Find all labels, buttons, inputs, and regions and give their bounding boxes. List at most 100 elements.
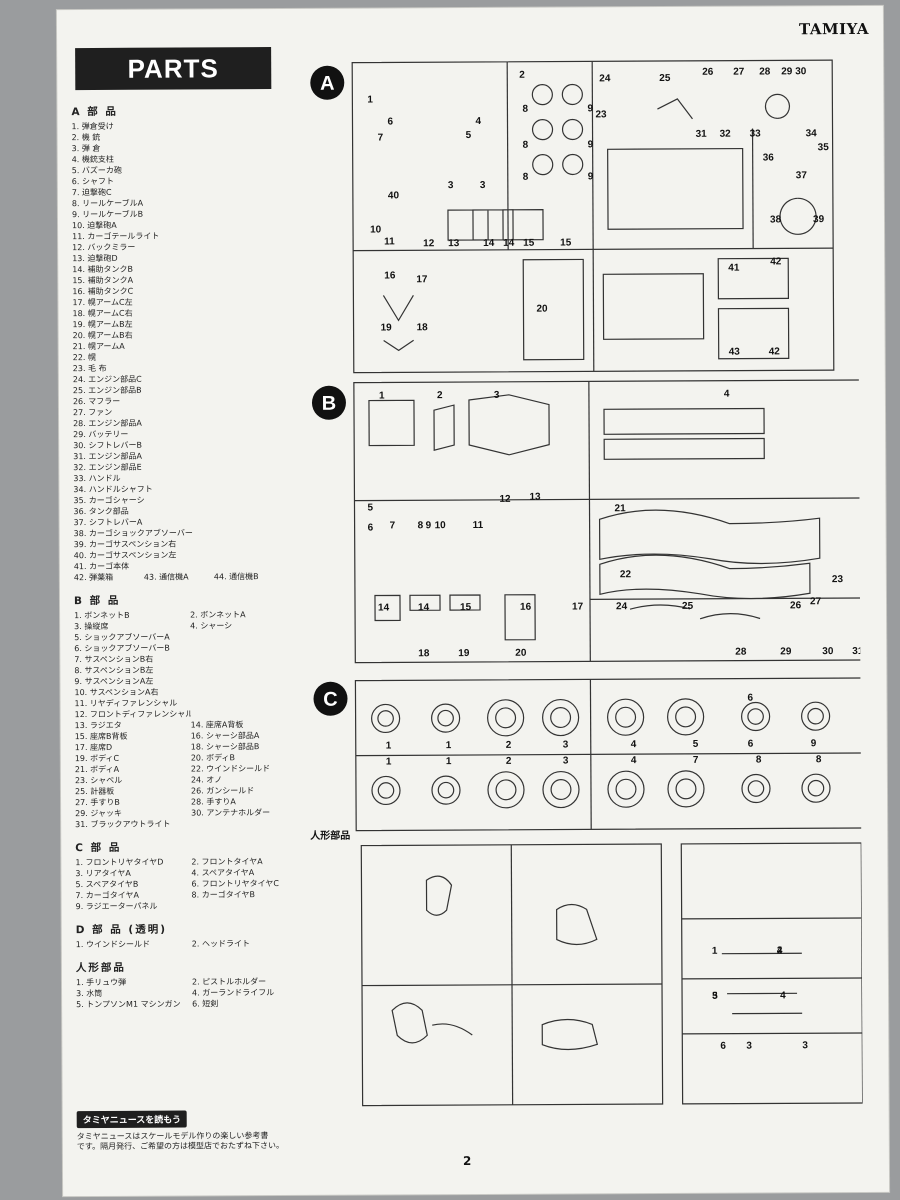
part-number-label: 19	[458, 648, 470, 659]
part-number-label: 39	[813, 214, 825, 225]
part-item: 29. ジャッキ	[75, 808, 123, 819]
part-number-label: 5	[367, 503, 373, 514]
part-number-label: 10	[370, 224, 382, 235]
part-number-label: 31	[696, 129, 708, 140]
part-number-label: 1	[446, 756, 452, 767]
part-number-label: 9	[588, 171, 594, 182]
part-number-label: 35	[818, 142, 830, 153]
part-number-label: 37	[796, 170, 808, 181]
part-item: 2. ボンネットA	[190, 610, 246, 620]
part-number-label: 2	[506, 756, 512, 767]
part-number-label: 27	[810, 596, 822, 607]
part-number-label: 4	[724, 389, 730, 400]
part-number-label: 31	[852, 646, 863, 657]
part-item: 2. ヘッドライト	[191, 939, 251, 949]
part-item: 6. フロントリヤタイヤC	[191, 879, 280, 889]
part-number-label: 1	[386, 740, 392, 751]
part-number-label: 40	[388, 190, 400, 201]
sprue-letter-badge	[310, 65, 345, 100]
part-number-label: 23	[595, 109, 607, 120]
part-item: 42. 弾薬箱	[73, 572, 114, 583]
tire-part	[667, 770, 705, 808]
tire-part	[607, 698, 645, 736]
tire-hub	[437, 709, 454, 727]
part-number-label: 11	[473, 520, 484, 531]
part-item: 23. シャベル	[74, 775, 123, 786]
part-item: 4. シャーシ	[190, 621, 233, 631]
part-number-label: 10	[435, 520, 447, 531]
part-number-label: 4	[631, 739, 637, 750]
tire-hub	[495, 779, 517, 801]
part-number-label: 8	[523, 140, 529, 151]
part-item: 4. スペアタイヤA	[191, 868, 255, 878]
part-item: 13. ラジエタ	[74, 720, 122, 731]
part-number-label: 42	[769, 346, 781, 357]
part-item: 8. サスペンションB左	[74, 665, 154, 676]
part-number-label: 14	[378, 602, 390, 613]
tire-part	[431, 703, 461, 733]
sprue-letter: B	[322, 393, 337, 415]
news-box: タミヤニュースを読もう タミヤニュースはスケールモデル作りの楽しい参考書 です。…	[76, 1107, 297, 1152]
news-badge: タミヤニュースを読もう	[76, 1110, 188, 1129]
part-number-label: 13	[529, 492, 541, 503]
section-heading: B 部 品	[73, 594, 121, 608]
sprue-b	[353, 379, 863, 664]
sprue-a	[351, 59, 835, 374]
part-number-label: 1	[379, 390, 385, 401]
part-item: 31. ブラックアウトライト	[75, 819, 171, 830]
part-number-label: 8	[418, 520, 424, 531]
part-number-label: 14	[418, 602, 430, 613]
figure-part-number: 2	[777, 945, 783, 956]
tire-part	[487, 771, 525, 809]
part-number-label: 1	[367, 95, 373, 106]
tire-hub	[615, 706, 637, 728]
sprue-letter-badge	[313, 681, 348, 716]
tire-part	[542, 770, 580, 809]
part-number-label: 36	[763, 152, 775, 163]
part-item: 20. ボディB	[190, 753, 236, 763]
part-number-label: 1	[446, 740, 452, 751]
part-number-label: 14	[483, 238, 495, 249]
part-item: 27. 手すりB	[75, 797, 120, 808]
part-number-label: 7	[378, 132, 384, 143]
tire-part	[741, 773, 771, 804]
sprue-letter: C	[323, 689, 338, 711]
part-number-label: 28	[759, 66, 771, 77]
part-number-label: 38	[770, 214, 782, 225]
part-number-label: 22	[620, 569, 632, 580]
part-number-label: 32	[720, 129, 732, 140]
figure-sprues	[360, 842, 863, 1107]
news-text: タミヤニュースはスケールモデル作りの楽しい参考書 です。隔月発行、ご希望の方は模…	[77, 1131, 297, 1152]
part-number-label: 3	[448, 180, 454, 191]
part-number-label: 19	[381, 322, 393, 333]
part-item: 1. ウインドシールド	[75, 939, 151, 950]
part-number-label: 24	[599, 73, 611, 84]
part-item: 3. 水筒	[76, 988, 103, 999]
part-number-label: 25	[659, 73, 671, 84]
part-number-label: 15	[460, 602, 472, 613]
tire-part	[667, 698, 705, 736]
part-number-label: 33	[750, 128, 762, 139]
part-number-label: 24	[616, 601, 628, 612]
tire-part	[801, 701, 831, 731]
part-item: 18. シャーシ部品B	[190, 742, 260, 752]
figure-part-number: 6	[720, 1041, 726, 1052]
part-number-label: 6	[747, 693, 753, 704]
part-item: 3. リアタイヤA	[75, 868, 131, 879]
part-number-label: 29	[781, 66, 793, 77]
tire-hub	[377, 782, 395, 799]
page-number: 2	[462, 1154, 472, 1169]
part-item: 25. 計器板	[74, 786, 115, 797]
part-number-label: 16	[520, 602, 532, 613]
part-item: 16. シャーシ部品A	[190, 731, 260, 741]
part-item: 24. オノ	[190, 775, 223, 785]
part-number-label: 2	[519, 70, 525, 81]
part-number-label: 41	[728, 263, 740, 274]
part-item: 9. ラジエーターパネル	[75, 901, 158, 912]
tire-hub	[495, 707, 517, 729]
tire-part	[431, 775, 461, 805]
part-number-label: 9	[426, 520, 432, 531]
part-item: 15. 座席B背板	[74, 731, 128, 742]
